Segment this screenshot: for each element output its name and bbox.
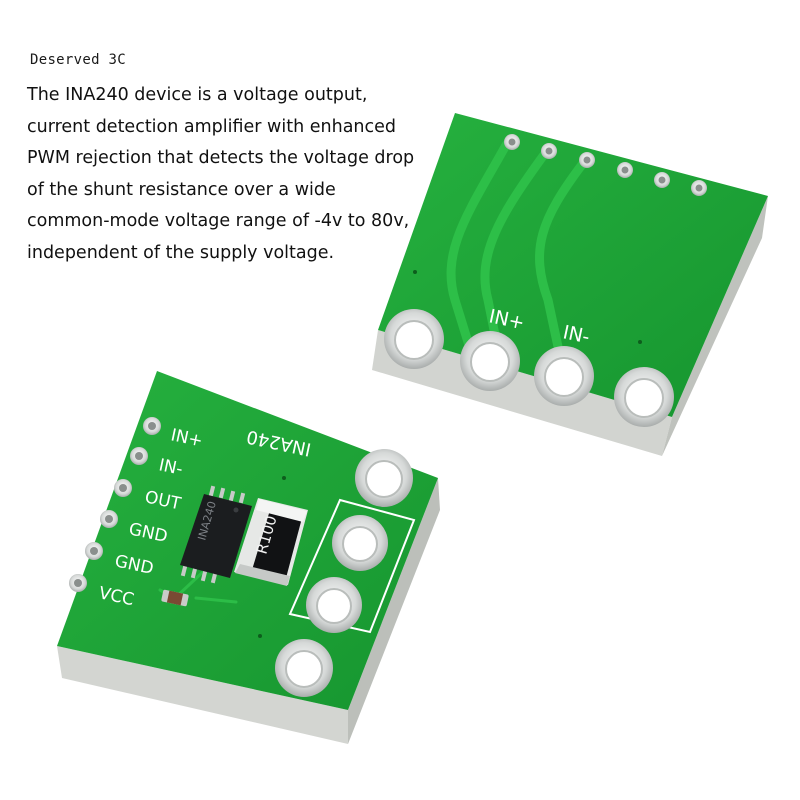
front-board-side [348, 478, 440, 744]
back-board-side [662, 196, 768, 456]
capacitor [161, 589, 189, 607]
description-line: current detection amplifier with enhance… [27, 116, 397, 137]
product-description: The INA240 device is a voltage output, c… [27, 80, 427, 270]
back-label-in-minus: IN- [561, 321, 592, 348]
pin-label-in-minus: IN- [157, 455, 185, 480]
ina240-chip: INA240 [180, 485, 252, 584]
back-board-edge [372, 330, 672, 456]
watermark-text: Deserved 3C [30, 52, 127, 68]
description-line: of the shunt resistance over a wide [27, 179, 336, 200]
front-terminal-pads [275, 449, 413, 697]
front-board: IN+ IN- OUT GND GND VCC INA240 [57, 371, 440, 744]
back-terminal-pads [384, 309, 674, 427]
description-line: PWM rejection that detects the voltage d… [27, 148, 415, 169]
description-line: common-mode voltage range of -4v to 80v, [27, 211, 410, 232]
back-board-traces [446, 140, 589, 375]
description-line: independent of the supply voltage. [27, 242, 335, 263]
front-header-pins [69, 417, 161, 592]
description-line: The INA240 device is a voltage output, [27, 85, 368, 105]
front-board-edge [57, 646, 348, 744]
back-board: IN+ IN- [372, 113, 768, 456]
back-header-pins [504, 134, 707, 196]
shunt-resistor: R100 [234, 498, 308, 586]
terminal-silk-box [288, 498, 416, 634]
